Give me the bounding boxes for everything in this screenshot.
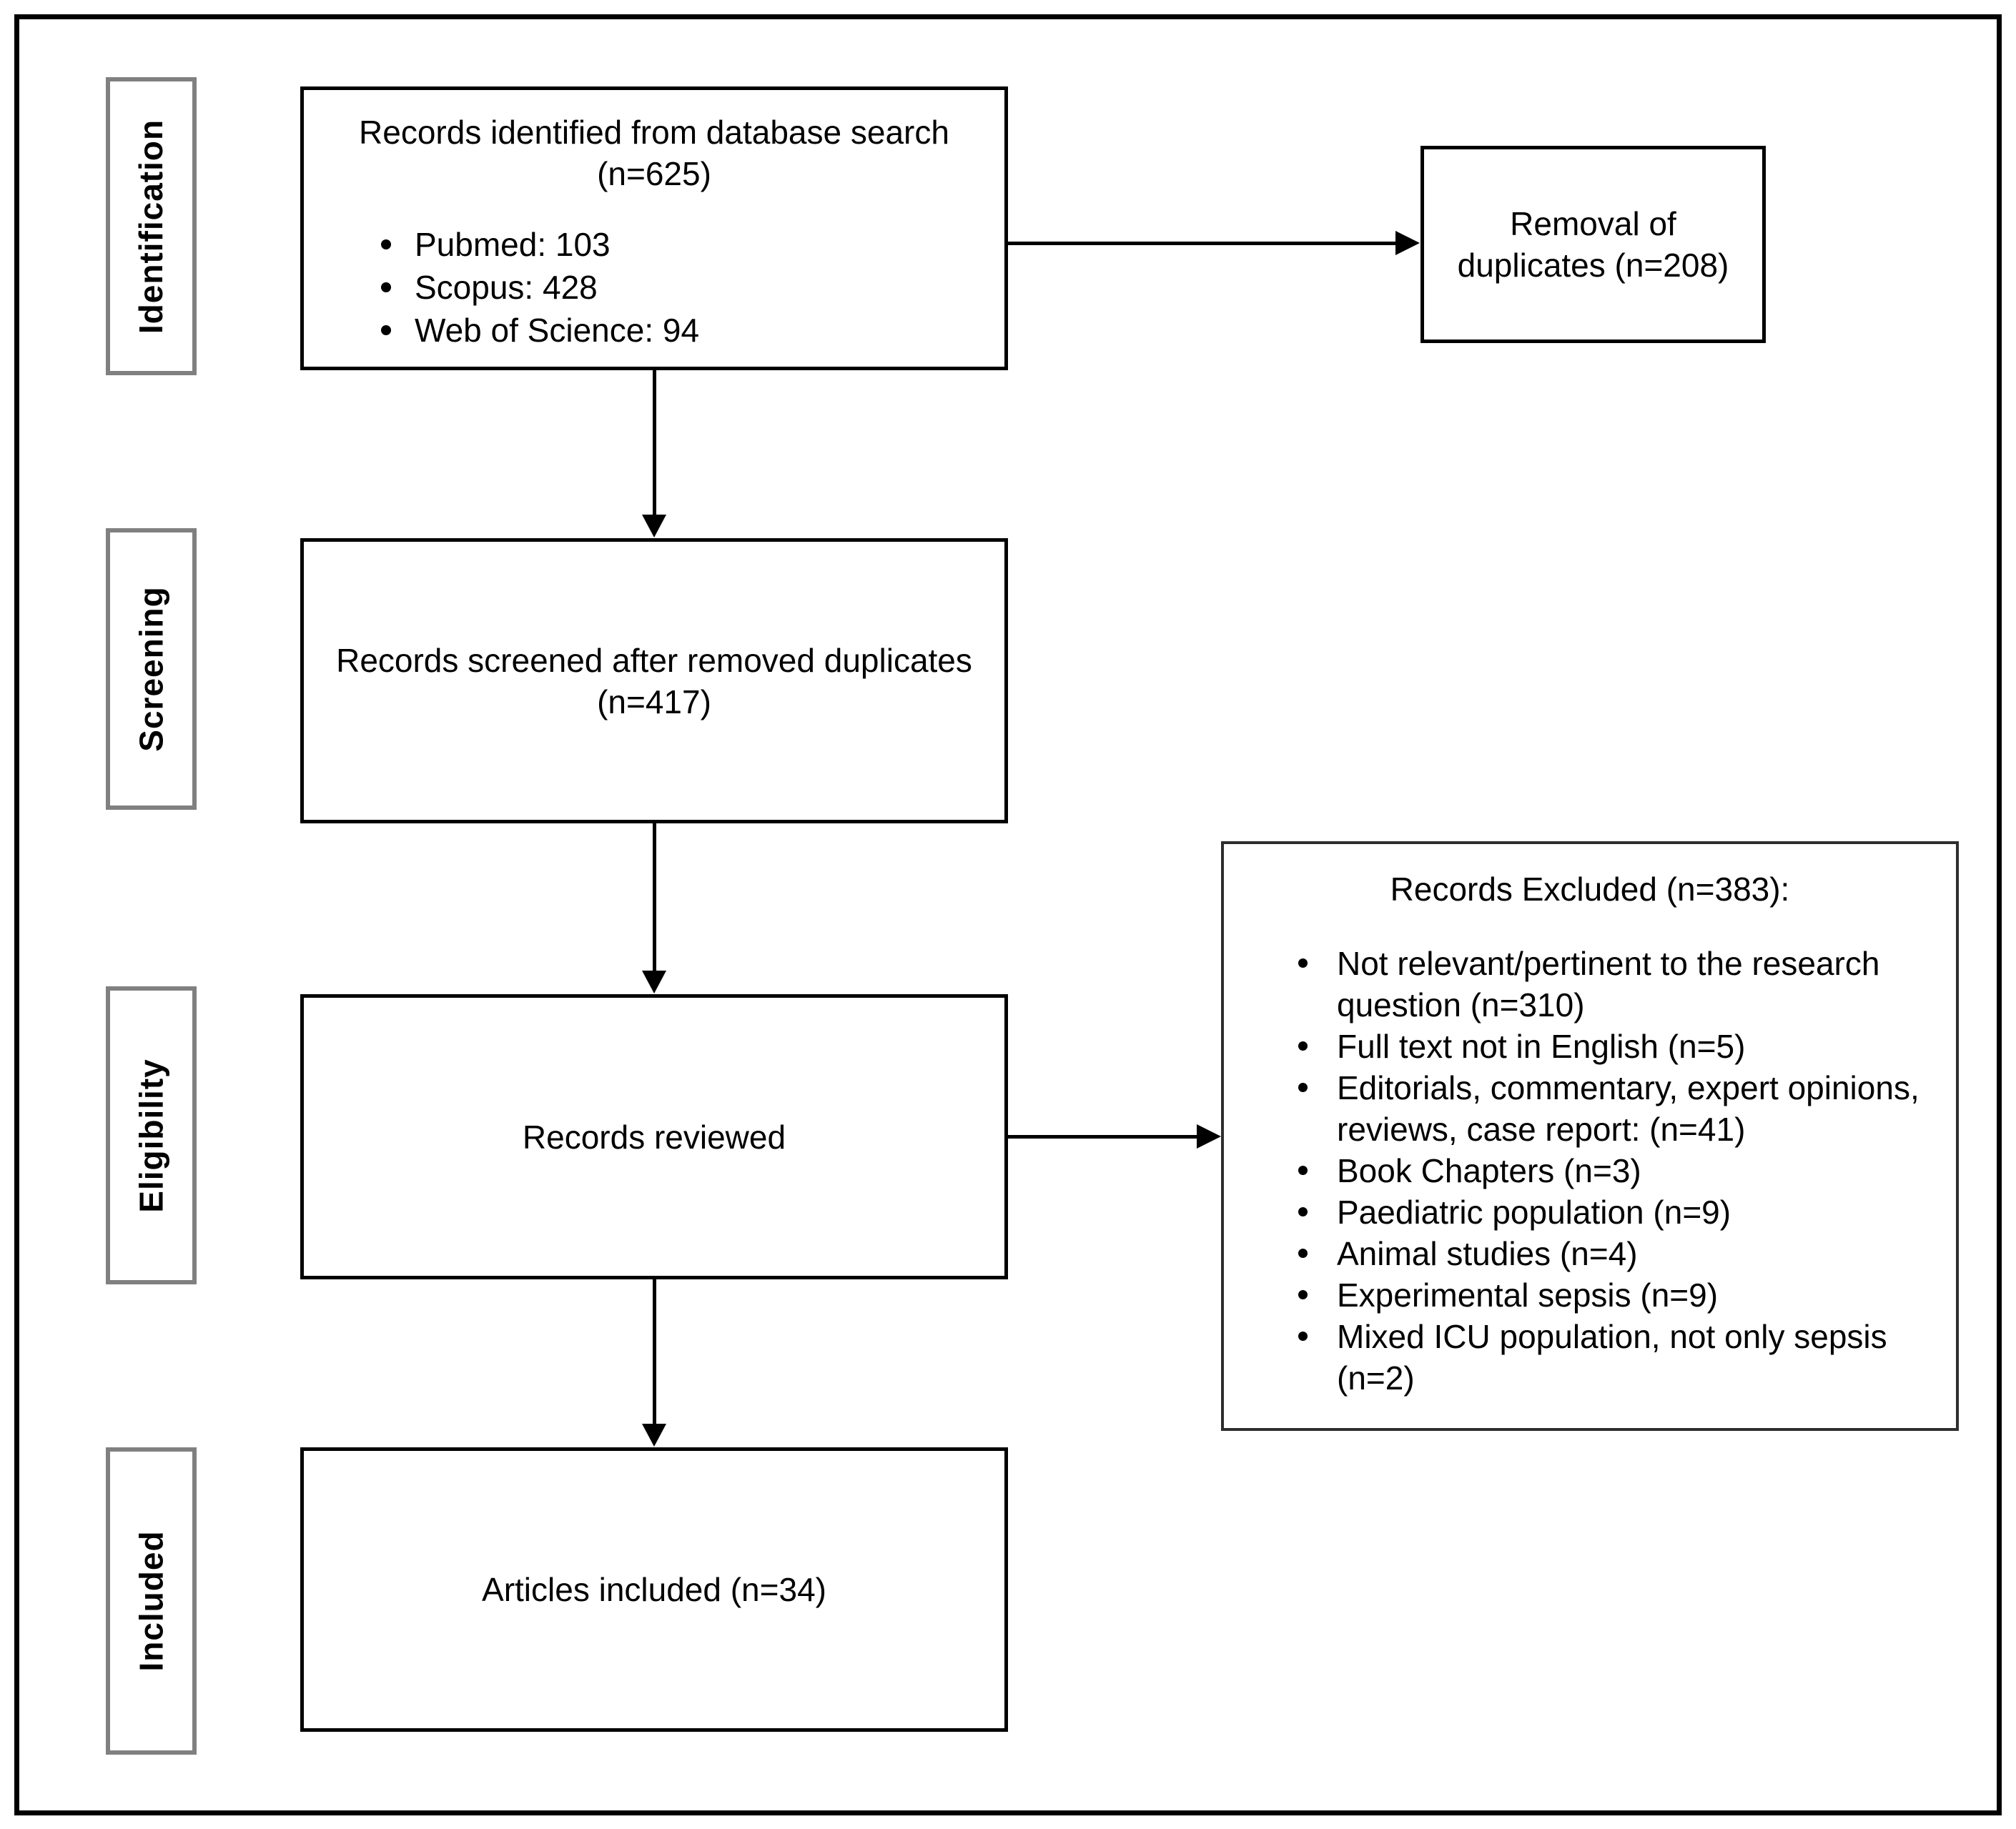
stage-label-identification: Identification — [106, 77, 197, 375]
stage-label-text: Screening — [132, 586, 170, 752]
arrow-reviewed-to-included-line — [653, 1278, 656, 1425]
box-title: Records screened after removed duplicate… — [336, 641, 972, 679]
list-item: Mixed ICU population, not only sepsis (n… — [1224, 1316, 1956, 1399]
list-item: Book Chapters (n=3) — [1224, 1150, 1956, 1191]
arrow-reviewed-to-excluded-line — [1007, 1135, 1198, 1139]
stage-label-text: Included — [132, 1530, 170, 1672]
arrow-identified-to-screened-line — [653, 369, 656, 516]
exclusion-reason-list: Not relevant/pertinent to the research q… — [1224, 943, 1956, 1399]
list-item: Scopus: 428 — [304, 266, 1004, 309]
arrow-down-icon — [642, 971, 666, 993]
stage-label-screening: Screening — [106, 528, 197, 810]
box-records-reviewed: Records reviewed — [300, 994, 1008, 1279]
box-articles-included: Articles included (n=34) — [300, 1447, 1008, 1732]
box-removal-of-duplicates: Removal of duplicates (n=208) — [1420, 146, 1766, 343]
box-title-count: (n=625) — [597, 155, 711, 192]
box-records-screened: Records screened after removed duplicate… — [300, 538, 1008, 823]
box-title: Records reviewed — [522, 1118, 786, 1156]
list-item: Editorials, commentary, expert opinions,… — [1224, 1067, 1956, 1150]
box-records-excluded: Records Excluded (n=383): Not relevant/p… — [1221, 841, 1959, 1431]
box-title-count: (n=417) — [597, 683, 711, 720]
list-item: Pubmed: 103 — [304, 223, 1004, 266]
list-item: Not relevant/pertinent to the research q… — [1224, 943, 1956, 1026]
stage-label-text: Eligibility — [132, 1058, 170, 1213]
box-title: Records identified from database search — [359, 114, 949, 151]
database-source-list: Pubmed: 103 Scopus: 428 Web of Science: … — [304, 223, 1004, 352]
arrow-right-icon — [1197, 1124, 1221, 1149]
list-item: Web of Science: 94 — [304, 309, 1004, 352]
stage-label-included: Included — [106, 1447, 197, 1755]
list-item: Experimental sepsis (n=9) — [1224, 1274, 1956, 1316]
box-title: Removal of — [1510, 205, 1676, 242]
box-title: Records Excluded (n=383): — [1390, 871, 1790, 908]
stage-label-eligibility: Eligibility — [106, 986, 197, 1284]
arrow-identified-to-duplicates-line — [1007, 242, 1397, 245]
box-title: Articles included (n=34) — [482, 1571, 826, 1608]
arrow-screened-to-reviewed-line — [653, 822, 656, 972]
figure-outer-border — [14, 14, 2002, 1815]
box-records-identified: Records identified from database search … — [300, 86, 1008, 370]
arrow-right-icon — [1395, 231, 1420, 255]
arrow-down-icon — [642, 515, 666, 537]
list-item: Full text not in English (n=5) — [1224, 1026, 1956, 1067]
arrow-down-icon — [642, 1424, 666, 1447]
box-title-count: duplicates (n=208) — [1457, 247, 1729, 284]
list-item: Paediatric population (n=9) — [1224, 1191, 1956, 1233]
list-item: Animal studies (n=4) — [1224, 1233, 1956, 1274]
stage-label-text: Identification — [132, 119, 170, 334]
